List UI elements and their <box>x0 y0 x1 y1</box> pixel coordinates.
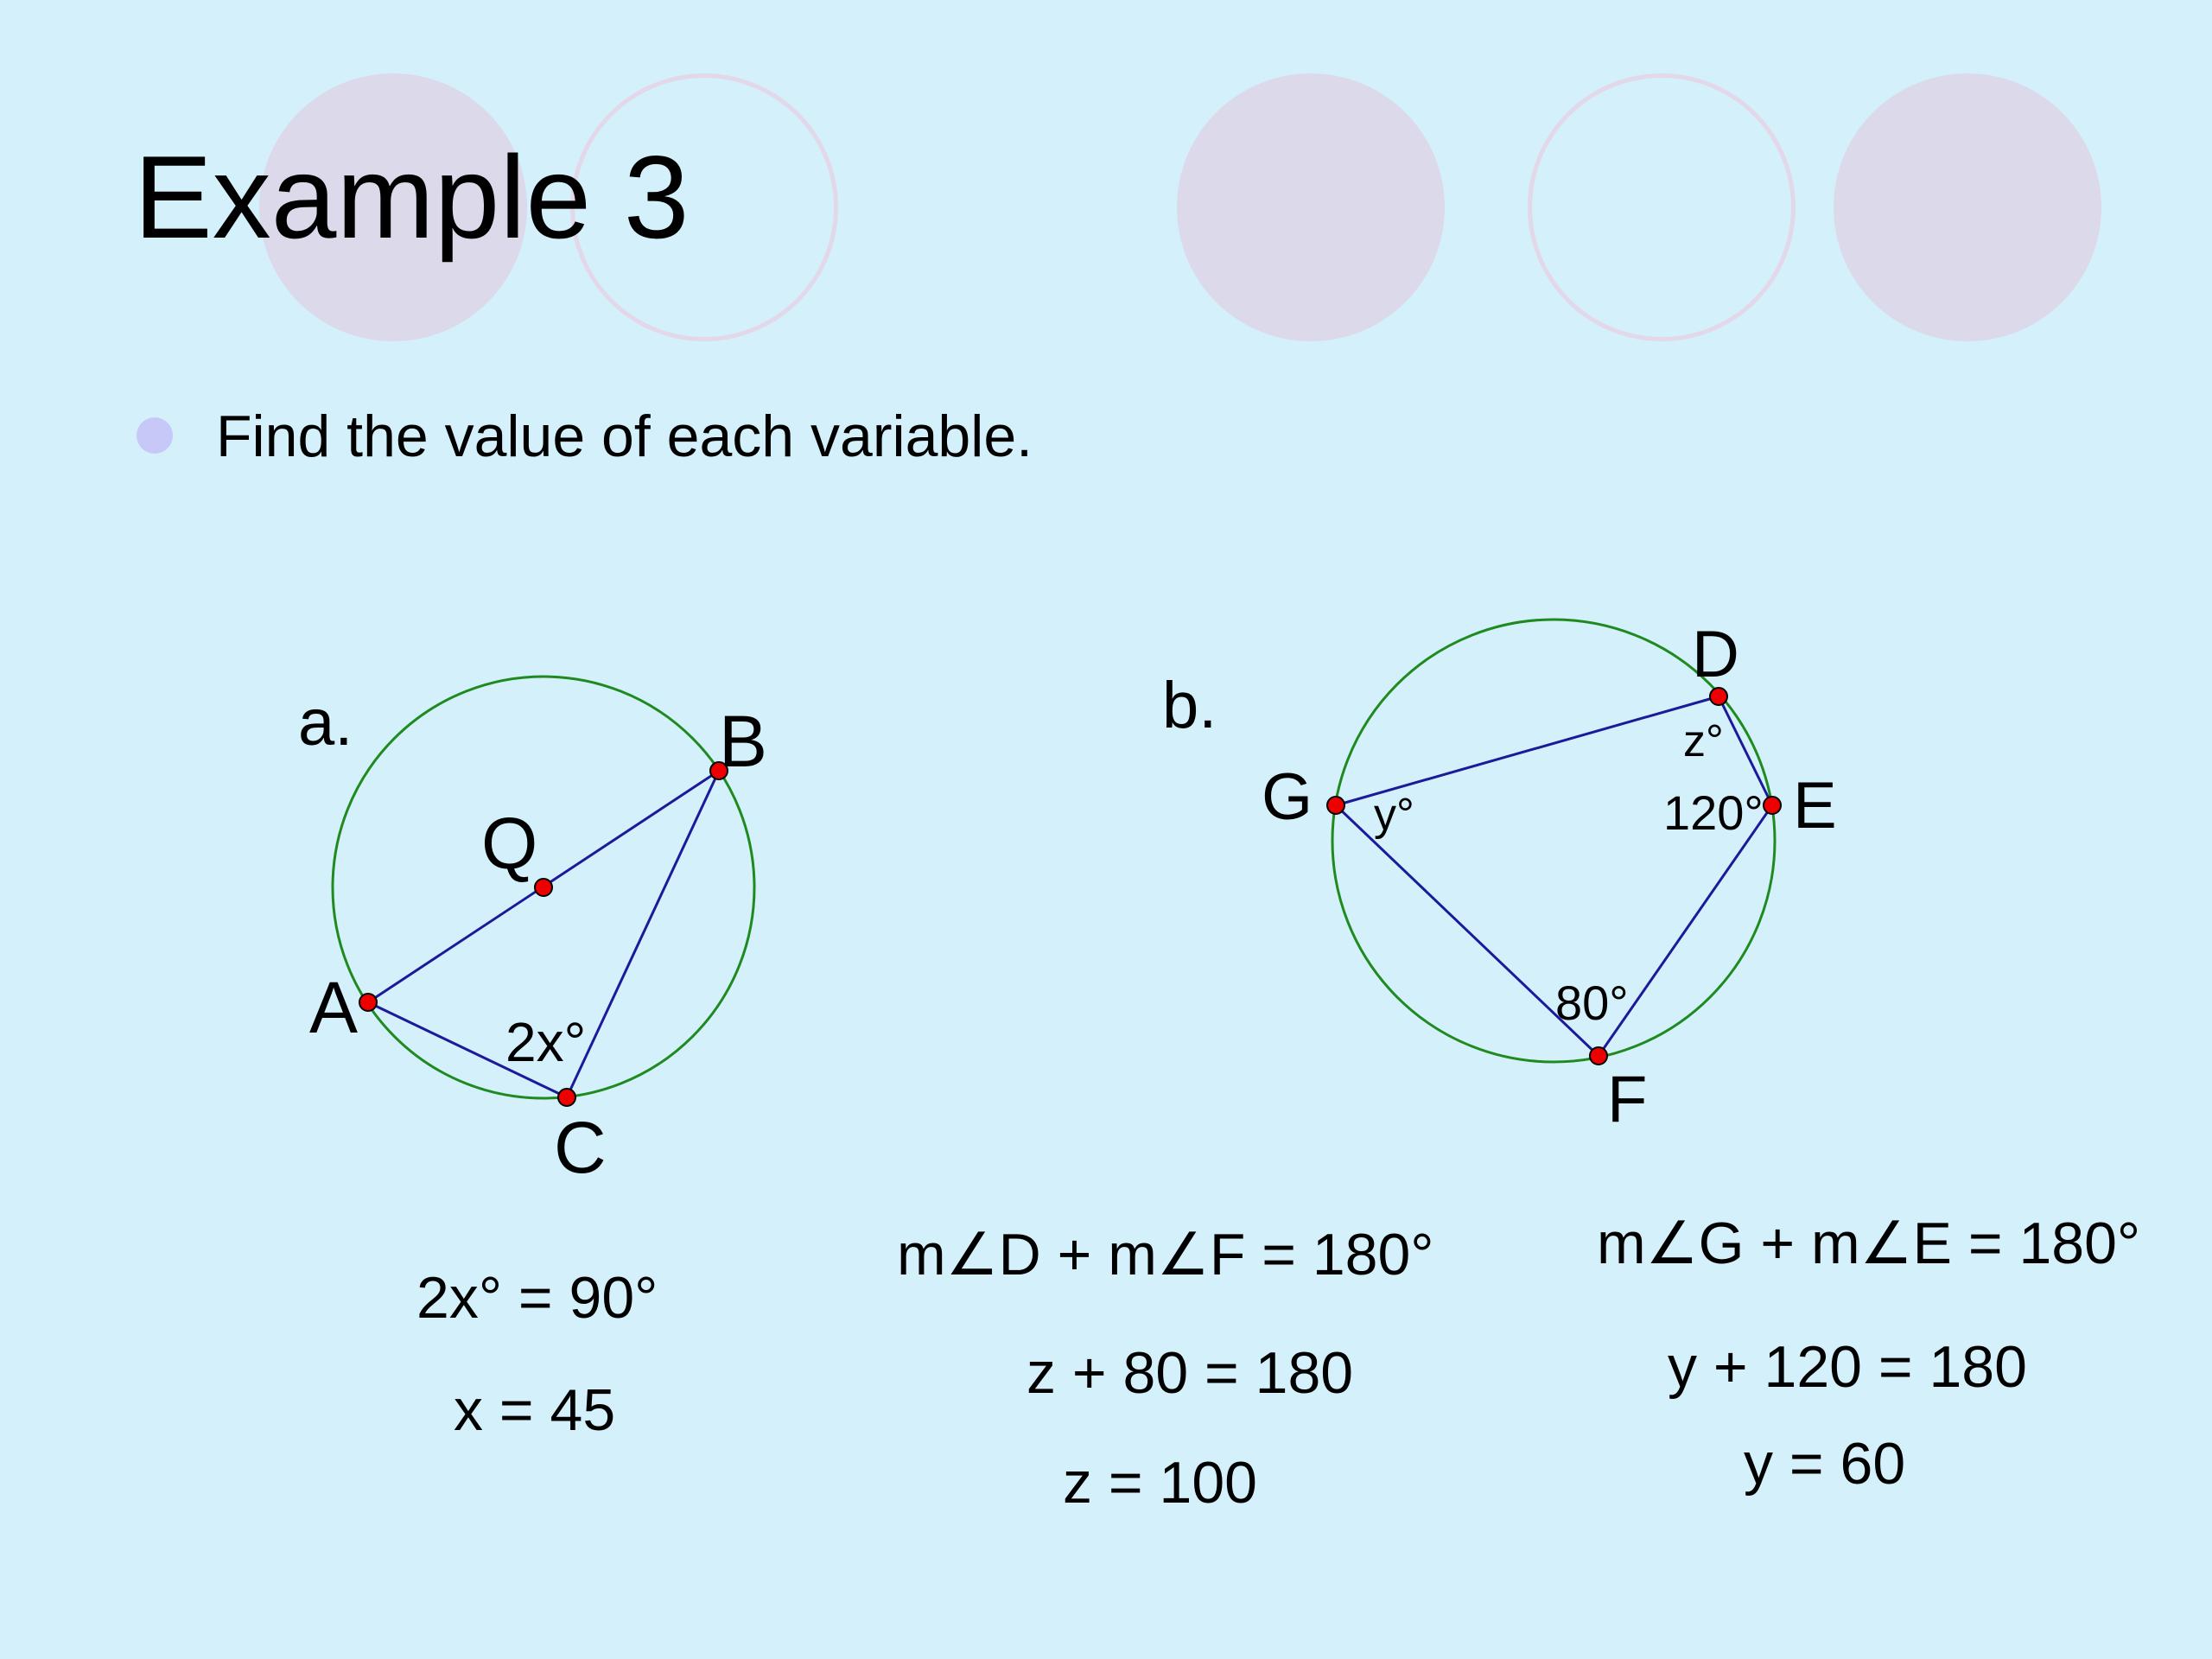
label-a: A <box>309 967 358 1048</box>
solution-ge-line-3: y = 60 <box>1744 1431 1906 1497</box>
circle-b <box>1331 618 1777 1064</box>
decor-ring-1 <box>570 73 838 341</box>
point-g <box>1326 796 1345 815</box>
point-d <box>1709 687 1728 706</box>
point-q <box>534 878 553 897</box>
solution-df-line-1: m∠D + m∠F = 180° <box>897 1222 1434 1287</box>
solution-df-line-2: z + 80 = 180 <box>1027 1340 1354 1406</box>
diagram-a-label: a. <box>298 686 353 760</box>
chord-ac <box>367 1001 568 1099</box>
chord-ef <box>1597 804 1774 1057</box>
point-c <box>557 1088 576 1107</box>
point-f <box>1589 1046 1608 1065</box>
solution-a-line-1: 2x° = 90° <box>416 1265 658 1331</box>
decor-ring-2 <box>1528 73 1796 341</box>
instruction-text: Find the value of each variable. <box>216 404 1033 469</box>
solution-ge-line-1: m∠G + m∠E = 180° <box>1597 1211 2141 1276</box>
chord-gd <box>1335 695 1719 807</box>
point-b <box>709 761 728 780</box>
label-d: D <box>1692 618 1739 691</box>
chord-fg <box>1334 804 1600 1058</box>
solution-ge-line-2: y + 120 = 180 <box>1668 1334 2027 1400</box>
diagram-b: b. D E F G z° y° 120° 80° <box>1162 618 1837 1136</box>
diagram-a: a. Q A B C 2x° <box>298 675 767 1188</box>
chord-bc <box>565 770 721 1098</box>
label-b: B <box>719 701 767 782</box>
label-e: E <box>1793 769 1837 842</box>
solution-df-line-3: z = 100 <box>1063 1450 1257 1516</box>
slide-title: Example 3 <box>134 131 690 263</box>
angle-label-80: 80° <box>1555 976 1629 1030</box>
angle-label-y: y° <box>1374 790 1414 840</box>
angle-label-120: 120° <box>1663 785 1764 840</box>
angle-label-z: z° <box>1683 716 1724 766</box>
label-c: C <box>554 1107 607 1188</box>
chord-de <box>1717 696 1774 806</box>
diagram-b-label: b. <box>1162 669 1217 742</box>
decor-circle-1 <box>259 73 527 341</box>
solution-a-line-2: x = 45 <box>454 1377 616 1443</box>
bullet-icon <box>137 417 173 454</box>
circle-q <box>331 675 756 1100</box>
decor-circle-2 <box>1177 73 1445 341</box>
label-g: G <box>1262 760 1313 834</box>
angle-label-2x: 2x° <box>505 1011 586 1073</box>
point-e <box>1763 796 1782 815</box>
label-f: F <box>1607 1063 1647 1136</box>
decor-circle-3 <box>1834 73 2101 341</box>
label-q: Q <box>481 803 537 884</box>
point-a <box>359 993 378 1012</box>
